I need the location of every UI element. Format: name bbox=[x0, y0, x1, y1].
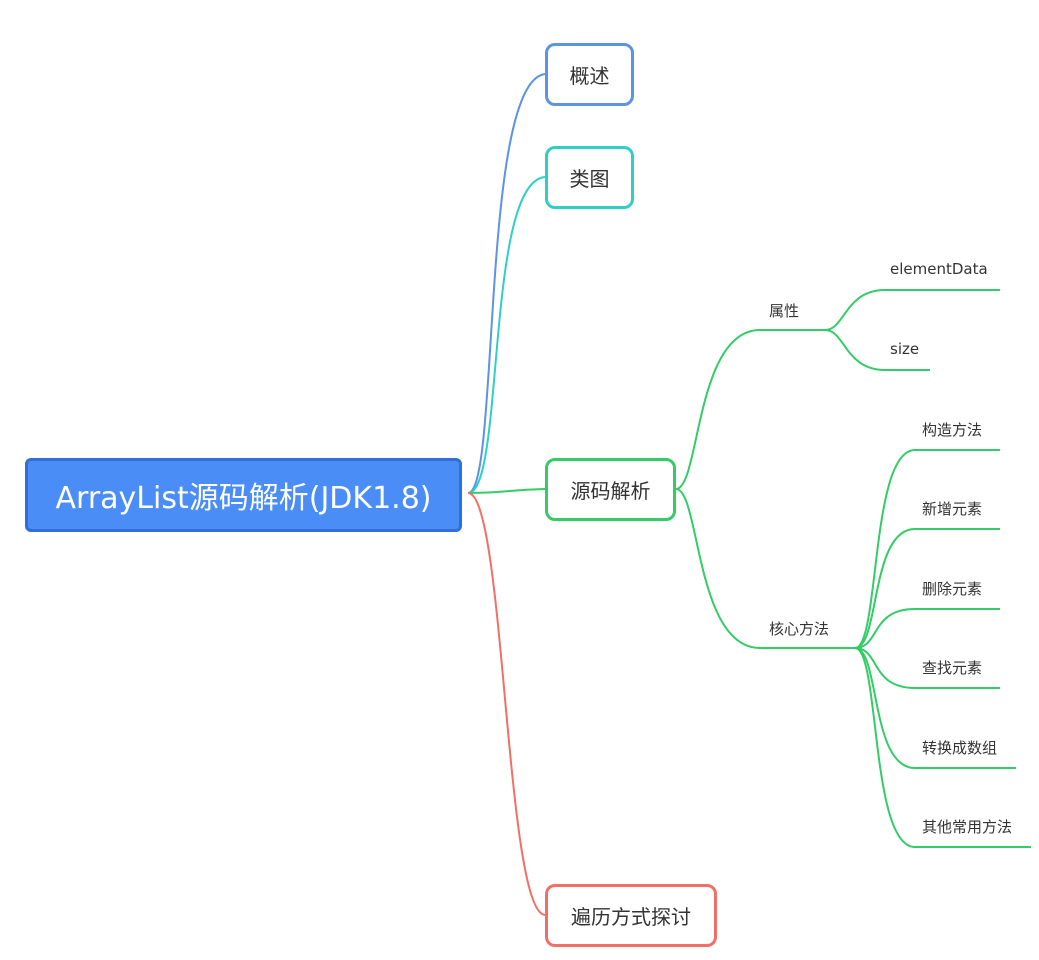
root-topic[interactable]: ArrayList源码解析(JDK1.8) bbox=[25, 458, 462, 532]
leaf-to-array[interactable]: 转换成数组 bbox=[922, 739, 998, 757]
leaf-other-methods[interactable]: 其他常用方法 bbox=[922, 818, 1013, 836]
topic-class-diagram-label: 类图 bbox=[569, 167, 610, 191]
topic-class-diagram[interactable]: 类图 bbox=[545, 146, 634, 209]
leaf-add-element[interactable]: 新增元素 bbox=[922, 500, 983, 518]
link-overview bbox=[467, 73, 546, 494]
link-attributes bbox=[675, 329, 825, 490]
link-find bbox=[854, 647, 1000, 689]
subtopic-attributes[interactable]: 属性 bbox=[769, 302, 800, 320]
link-size bbox=[824, 329, 930, 371]
topic-iteration[interactable]: 遍历方式探讨 bbox=[545, 884, 717, 947]
leaf-remove-element[interactable]: 删除元素 bbox=[922, 580, 983, 598]
link-core-methods bbox=[675, 488, 855, 649]
root-topic-label: ArrayList源码解析(JDK1.8) bbox=[55, 481, 432, 516]
leaf-elementdata[interactable]: elementData bbox=[890, 260, 988, 278]
link-to-array bbox=[854, 647, 1016, 769]
topic-source-analysis-label: 源码解析 bbox=[570, 479, 651, 503]
link-class-diagram bbox=[467, 176, 546, 494]
link-other-methods bbox=[854, 647, 1031, 848]
leaf-size[interactable]: size bbox=[890, 340, 920, 358]
link-source-analysis bbox=[467, 488, 546, 494]
link-elementdata bbox=[824, 289, 1000, 331]
link-constructor bbox=[854, 449, 1000, 649]
topic-iteration-label: 遍历方式探讨 bbox=[571, 905, 691, 929]
topic-overview[interactable]: 概述 bbox=[545, 43, 634, 106]
topic-overview-label: 概述 bbox=[569, 64, 610, 88]
leaf-constructor[interactable]: 构造方法 bbox=[922, 421, 983, 439]
topic-source-analysis[interactable]: 源码解析 bbox=[545, 458, 676, 521]
link-add bbox=[854, 528, 1000, 649]
link-iteration bbox=[467, 492, 546, 916]
subtopic-core-methods[interactable]: 核心方法 bbox=[769, 620, 830, 638]
link-remove bbox=[854, 608, 1000, 649]
leaf-find-element[interactable]: 查找元素 bbox=[922, 659, 983, 677]
